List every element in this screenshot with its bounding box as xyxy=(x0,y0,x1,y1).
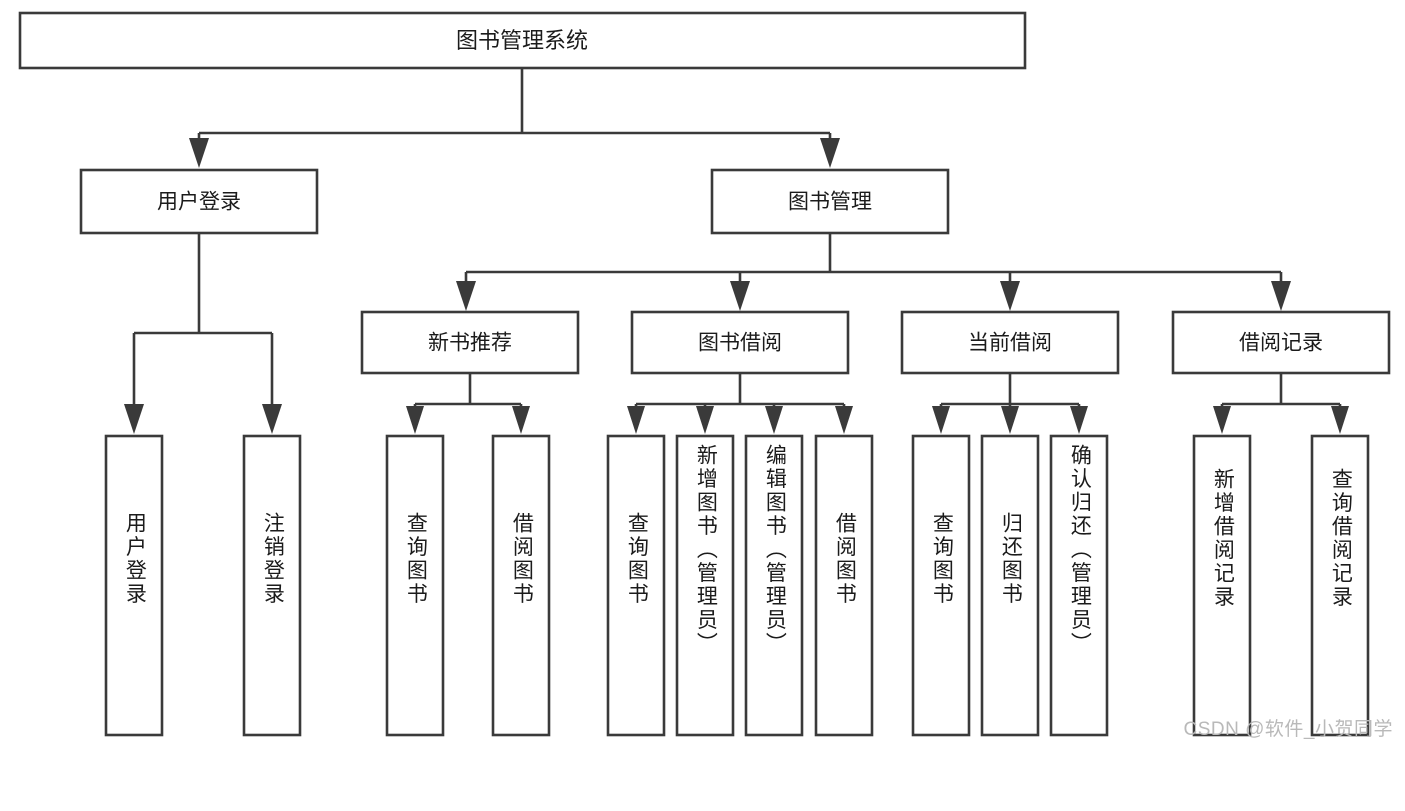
node-leaf-query-book-3-box[interactable] xyxy=(911,434,971,737)
node-leaf-borrow-book-1-box[interactable] xyxy=(491,434,551,737)
node-root[interactable]: 图书管理系统 xyxy=(18,11,1027,70)
node-leaf-edit-book-box[interactable] xyxy=(744,434,804,737)
node-book-management-label: 图书管理 xyxy=(788,191,872,214)
node-current-borrow[interactable]: 当前借阅 xyxy=(900,310,1120,375)
connector-group-root xyxy=(189,68,840,168)
connector-group-borrow-record xyxy=(1213,373,1349,434)
arrowhead-user-login xyxy=(189,138,209,168)
node-book-borrow-label: 图书借阅 xyxy=(698,332,782,355)
arrowhead-leaf-add-record xyxy=(1213,406,1231,434)
node-root-box[interactable] xyxy=(18,11,1027,70)
arrowhead-new-book-recommend xyxy=(456,281,476,311)
arrowhead-leaf-borrow-book-2 xyxy=(835,406,853,434)
arrowhead-book-management xyxy=(820,138,840,168)
arrowhead-book-borrow xyxy=(730,281,750,311)
node-leaf-user-login-box[interactable] xyxy=(104,434,164,737)
node-current-borrow-box[interactable] xyxy=(900,310,1120,375)
node-book-management[interactable]: 图书管理 xyxy=(710,168,950,235)
arrowhead-leaf-query-book-3 xyxy=(932,406,950,434)
node-user-login[interactable]: 用户登录 xyxy=(79,168,319,235)
node-borrow-record[interactable]: 借阅记录 xyxy=(1171,310,1391,375)
node-user-login-label: 用户登录 xyxy=(157,191,241,214)
node-borrow-record-label: 借阅记录 xyxy=(1239,332,1323,355)
connector-group-new-book-recommend xyxy=(406,373,530,434)
node-leaf-add-book-box[interactable] xyxy=(675,434,735,737)
arrowhead-leaf-query-record xyxy=(1331,406,1349,434)
connector-group-book-borrow xyxy=(627,373,853,434)
csdn-watermark: CSDN @软件_小贺同学 xyxy=(1183,719,1393,740)
node-borrow-record-box[interactable] xyxy=(1171,310,1391,375)
diagram-canvas: 图书管理系统 用户登录 图书管理 新书推荐 图书借阅 当前借阅 借阅记录 xyxy=(18,11,1391,737)
node-current-borrow-label: 当前借阅 xyxy=(968,332,1052,355)
arrowhead-current-borrow xyxy=(1000,281,1020,311)
arrowhead-leaf-user-logout xyxy=(262,404,282,434)
node-book-management-box[interactable] xyxy=(710,168,950,235)
arrowhead-leaf-borrow-book-1 xyxy=(512,406,530,434)
node-leaf-borrow-book-2-box[interactable] xyxy=(814,434,874,737)
node-leaf-user-logout-box[interactable] xyxy=(242,434,302,737)
arrowhead-borrow-record xyxy=(1271,281,1291,311)
node-new-book-recommend-box[interactable] xyxy=(360,310,580,375)
node-book-borrow-box[interactable] xyxy=(630,310,850,375)
node-leaf-add-record-box[interactable] xyxy=(1192,434,1252,737)
connector-group-book-management xyxy=(456,233,1291,311)
node-user-login-box[interactable] xyxy=(79,168,319,235)
node-leaf-query-book-2-box[interactable] xyxy=(606,434,666,737)
flowchart-diagram: 图书管理系统 用户登录 图书管理 新书推荐 图书借阅 当前借阅 借阅记录 xyxy=(18,11,1393,740)
arrowhead-leaf-confirm-return xyxy=(1070,406,1088,434)
node-leaf-return-book-box[interactable] xyxy=(980,434,1040,737)
node-leaf-query-book-1-box[interactable] xyxy=(385,434,445,737)
connector-group-current-borrow xyxy=(932,373,1088,434)
arrowhead-leaf-add-book xyxy=(696,406,714,434)
arrowhead-leaf-query-book-2 xyxy=(627,406,645,434)
arrowhead-leaf-query-book-1 xyxy=(406,406,424,434)
node-leaf-query-record-box[interactable] xyxy=(1310,434,1370,737)
connector-group-user-login xyxy=(124,233,282,434)
node-leaf-confirm-return-box[interactable] xyxy=(1049,434,1109,737)
node-new-book-recommend[interactable]: 新书推荐 xyxy=(360,310,580,375)
arrowhead-leaf-user-login xyxy=(124,404,144,434)
node-new-book-recommend-label: 新书推荐 xyxy=(428,332,512,355)
arrowhead-leaf-return-book xyxy=(1001,406,1019,434)
node-root-label: 图书管理系统 xyxy=(456,28,588,53)
arrowhead-leaf-edit-book xyxy=(765,406,783,434)
node-book-borrow[interactable]: 图书借阅 xyxy=(630,310,850,375)
